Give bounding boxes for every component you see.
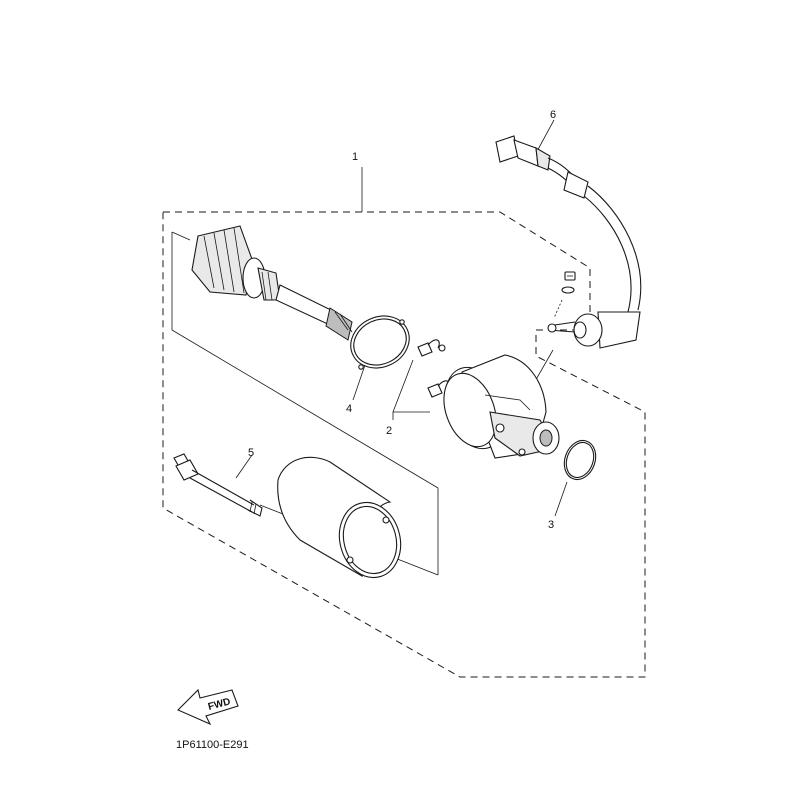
terminal-screw xyxy=(553,271,576,319)
callout-5: 5 xyxy=(248,447,254,459)
callout-2: 2 xyxy=(386,425,392,437)
callout-2-leader xyxy=(392,359,430,420)
callout-3: 3 xyxy=(548,519,554,531)
callout-4-leader xyxy=(352,364,366,401)
callout-6: 6 xyxy=(550,109,556,121)
callout-3-leader xyxy=(554,481,568,517)
lead-wire xyxy=(495,135,642,349)
callout-1: 1 xyxy=(352,151,358,163)
fwd-arrow: FWD xyxy=(177,688,239,726)
armature xyxy=(191,225,353,341)
gasket-ring xyxy=(350,315,410,370)
armature-guide-frame xyxy=(171,232,439,575)
part-code: 1P61100-E291 xyxy=(176,739,249,751)
o-ring xyxy=(563,439,597,481)
armature-guide-top xyxy=(171,231,191,241)
yoke xyxy=(277,456,402,579)
front-cover xyxy=(443,354,560,459)
callout-4: 4 xyxy=(346,403,352,415)
callout-5-leader xyxy=(235,454,253,479)
through-bolt xyxy=(173,453,263,517)
